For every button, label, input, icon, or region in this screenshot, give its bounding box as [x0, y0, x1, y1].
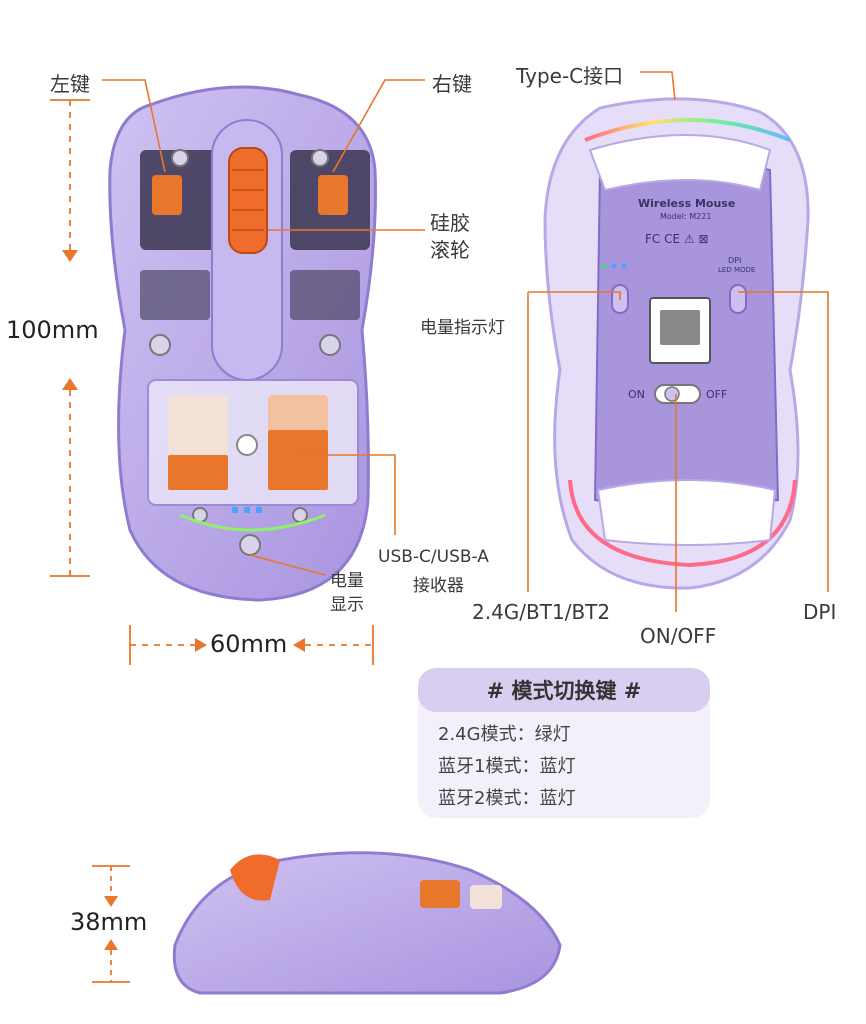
- label-scroll-wheel-1: 硅胶: [430, 211, 470, 235]
- mode-line-bt1: 蓝牙1模式：蓝灯: [438, 756, 576, 777]
- dimension-arrows: [50, 99, 374, 983]
- side-view-mouse: [172, 851, 562, 995]
- plate-switch-off: OFF: [706, 388, 728, 401]
- label-typec-port: Type-C接口: [516, 64, 624, 88]
- plate-dpi: DPI: [728, 256, 742, 265]
- plate-led-mode: LED MODE: [718, 266, 756, 274]
- plate-switch-on: ON: [628, 388, 645, 401]
- mode-switch-box: # 模式切换键 # 2.4G模式：绿灯 蓝牙1模式：蓝灯 蓝牙2模式：蓝灯: [418, 668, 710, 818]
- label-usb-receiver-1: USB-C/USB-A: [378, 547, 489, 567]
- label-dpi: DPI: [803, 600, 837, 624]
- dimension-height: 38mm: [70, 908, 148, 936]
- label-right-key: 右键: [432, 72, 472, 96]
- label-usb-receiver-2: 接收器: [413, 576, 464, 596]
- bottom-view-mouse: [543, 97, 810, 590]
- mode-box-title: # 模式切换键 #: [418, 668, 710, 712]
- label-battery-indicator: 电量指示灯: [420, 318, 505, 338]
- dimension-width: 60mm: [210, 630, 288, 658]
- plate-model: Model: M221: [660, 212, 712, 221]
- dimension-length: 100mm: [6, 316, 99, 344]
- callout-lines: [102, 71, 829, 612]
- plate-brand: Wireless Mouse: [638, 197, 736, 210]
- label-battery-display-2: 显示: [330, 595, 364, 615]
- mode-line-bt2: 蓝牙2模式：蓝灯: [438, 788, 576, 809]
- label-left-key: 左键: [50, 72, 90, 96]
- label-scroll-wheel-2: 滚轮: [430, 238, 470, 262]
- label-battery-display-1: 电量: [330, 571, 364, 591]
- label-mode-switch: 2.4G/BT1/BT2: [472, 600, 611, 624]
- top-view-mouse: [108, 85, 377, 602]
- mode-line-24g: 2.4G模式：绿灯: [438, 724, 571, 745]
- label-on-off: ON/OFF: [640, 624, 717, 648]
- plate-certs: FC CE ⚠ ⊠: [645, 232, 709, 246]
